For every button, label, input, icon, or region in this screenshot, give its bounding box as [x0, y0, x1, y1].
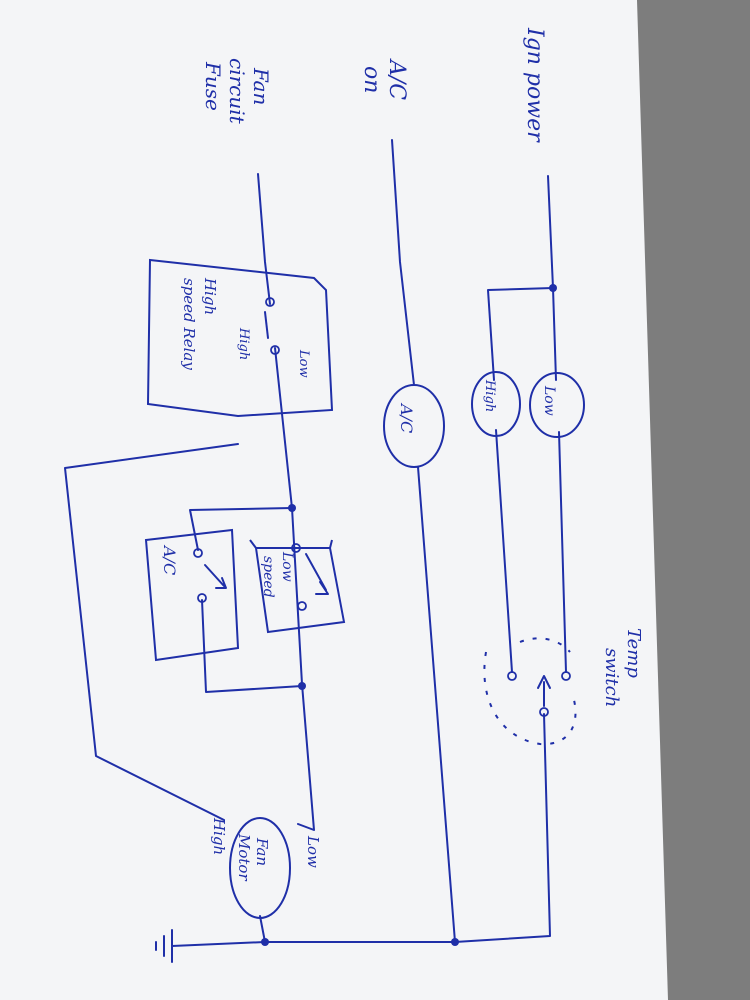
- svg-text:Low: Low: [279, 551, 295, 582]
- wires: [64, 139, 567, 943]
- svg-text:A/C: A/C: [384, 58, 409, 100]
- svg-text:High: High: [201, 277, 219, 315]
- low-coil: Low: [529, 372, 585, 438]
- junction-dots: [261, 284, 557, 946]
- ign-power-label: Ign power: [522, 27, 547, 143]
- temp-switch-label: Temp switch: [601, 628, 644, 707]
- svg-text:Motor: Motor: [235, 833, 253, 881]
- svg-text:circuit: circuit: [225, 58, 249, 125]
- ac-relay: A/C: [144, 528, 240, 662]
- svg-text:Fuse: Fuse: [201, 61, 225, 111]
- svg-text:Fan: Fan: [253, 837, 271, 866]
- svg-text:Temp: Temp: [623, 628, 644, 678]
- ground-symbol-icon: [155, 929, 266, 963]
- low-speed-relay: Low speed: [249, 539, 346, 634]
- fan-motor: Fan Motor High Low: [210, 817, 322, 919]
- ac-on-label: A/C on: [359, 58, 409, 100]
- ac-coil: A/C: [383, 384, 445, 468]
- svg-text:Ign power: Ign power: [522, 27, 547, 143]
- svg-text:Fan: Fan: [249, 67, 273, 105]
- svg-text:on: on: [359, 66, 384, 93]
- svg-text:Low: Low: [304, 835, 322, 868]
- svg-text:speed Relay: speed Relay: [180, 278, 198, 370]
- paper-sheet: [0, 0, 668, 1000]
- svg-text:High: High: [236, 327, 251, 360]
- svg-text:switch: switch: [601, 648, 622, 707]
- svg-text:Low: Low: [296, 349, 311, 378]
- svg-text:Low: Low: [541, 385, 557, 416]
- svg-text:A/C: A/C: [160, 544, 179, 575]
- svg-text:A/C: A/C: [397, 402, 416, 433]
- svg-text:High: High: [482, 379, 497, 412]
- high-coil: High: [471, 371, 521, 437]
- svg-text:speed: speed: [260, 556, 276, 598]
- temp-switch: [483, 637, 577, 746]
- svg-text:High: High: [210, 817, 228, 855]
- high-speed-relay: High speed Relay High Low: [146, 258, 334, 418]
- fan-circuit-fuse-label: Fan circuit Fuse: [201, 58, 273, 125]
